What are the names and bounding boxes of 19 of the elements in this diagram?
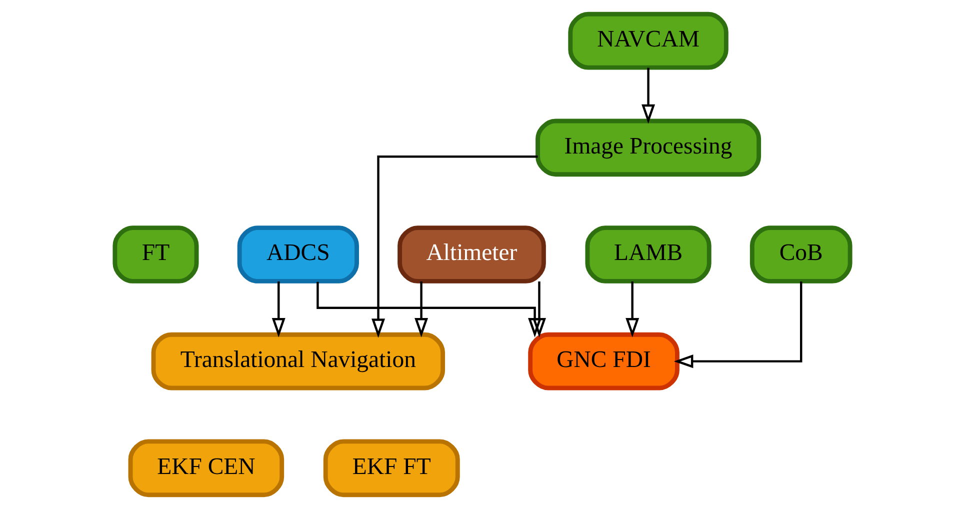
node-box: EKF CEN: [128, 439, 284, 498]
node-box: Translational Navigation: [150, 332, 445, 390]
node-box: FT: [112, 226, 198, 284]
arrow: [414, 281, 428, 338]
node-box: ADCS: [236, 226, 358, 284]
arrow: [673, 281, 802, 368]
node-box: GNC FDI: [528, 332, 679, 390]
arrow: [371, 155, 538, 338]
node-box: EKF FT: [322, 439, 460, 498]
node-box: Altimeter: [397, 226, 546, 284]
node-box: LAMB: [584, 226, 711, 284]
arrow: [532, 281, 546, 338]
node-box: NAVCAM: [568, 12, 728, 70]
arrow: [641, 68, 655, 124]
arrow: [316, 282, 542, 338]
node-box: Image Processing: [535, 118, 761, 177]
arrow: [625, 281, 639, 338]
arrow: [271, 281, 285, 338]
node-box: CoB: [749, 226, 852, 284]
